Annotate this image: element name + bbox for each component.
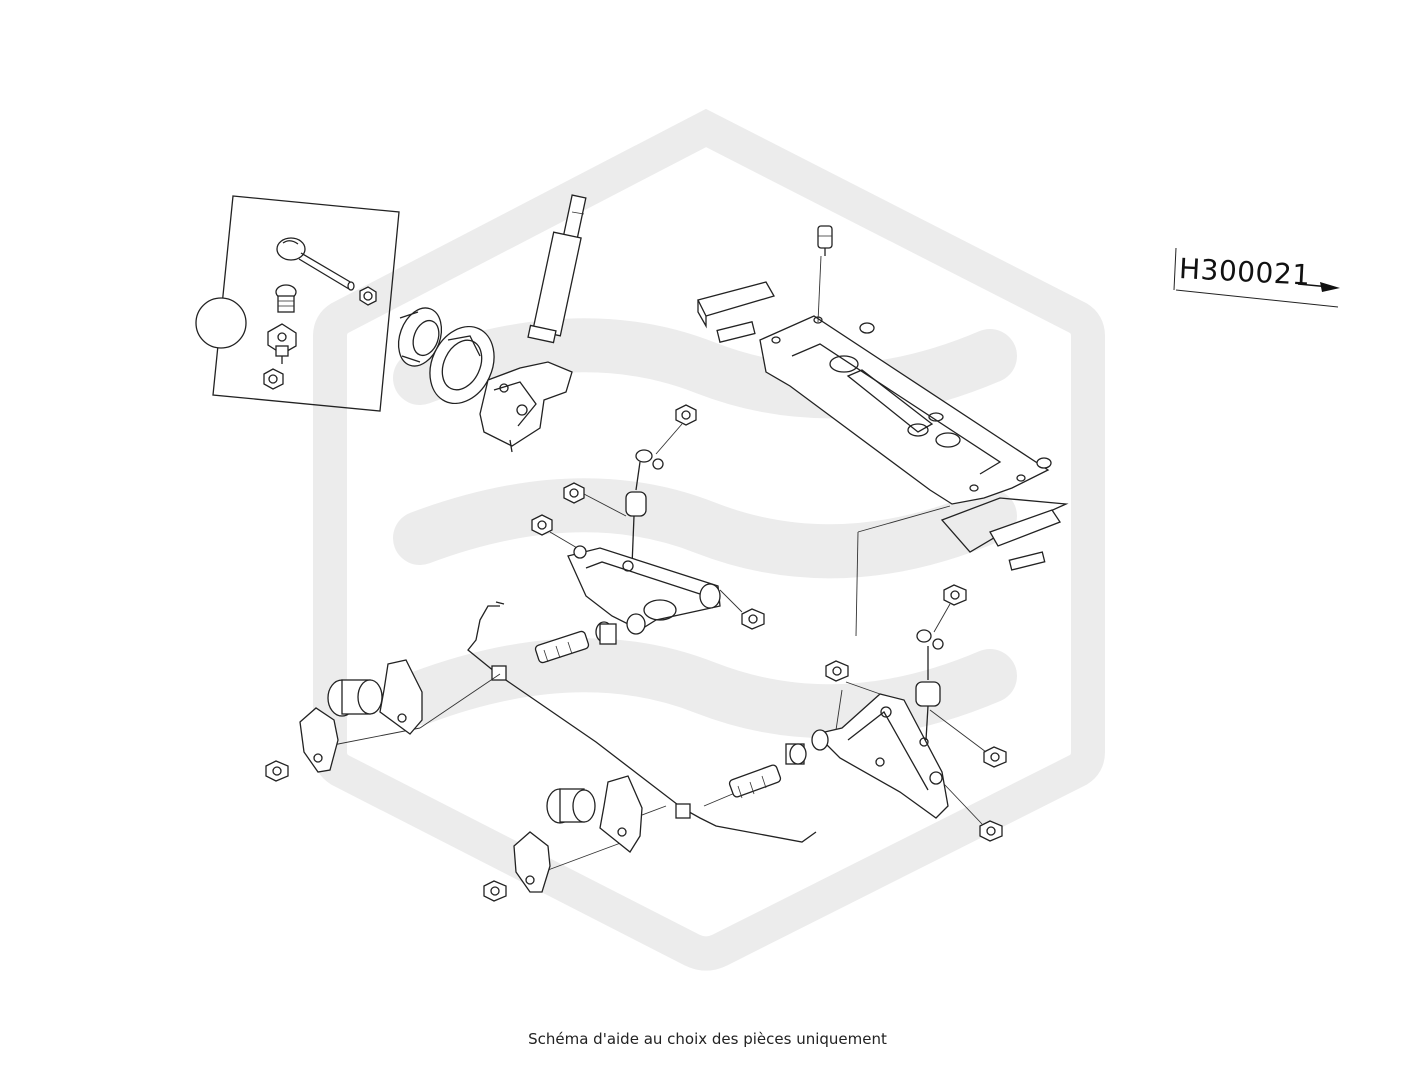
reference-code-label: H300021: [1178, 252, 1312, 292]
clip-bracket: [267, 323, 297, 364]
reference-arrow: [1173, 247, 1340, 308]
bar-clamp-left-lower: [299, 707, 339, 773]
crossmember: [759, 315, 1069, 553]
bar-bush-left: [327, 679, 383, 717]
diagram-caption: Schéma d'aide au choix des pièces unique…: [528, 1030, 887, 1048]
stabilizer-link-right: [825, 584, 1007, 842]
hardware-inset-box: [195, 195, 400, 412]
bar-clamp-right-lower: [513, 831, 551, 893]
callout-circle: [195, 297, 247, 349]
bar-bush-right: [546, 788, 596, 824]
crossmember-mount-left: [697, 281, 775, 343]
watermark-logo: [313, 108, 1105, 971]
crossmember-mount-right: [989, 509, 1061, 571]
pivot-bolt: [276, 237, 355, 291]
control-arm-right: [811, 505, 951, 819]
nut-small-1: [359, 286, 377, 306]
arm-bush-left: [534, 621, 617, 664]
bar-clamp-right-upper: [599, 775, 643, 853]
shock-absorber: [527, 194, 587, 344]
arm-bush-right: [785, 743, 807, 765]
wheel-hub: [397, 307, 443, 367]
nut-small-2: [263, 368, 284, 390]
bar-clamp-left-upper: [379, 659, 423, 735]
steering-knuckle: [479, 361, 573, 453]
pivot-stud-right: [728, 764, 782, 799]
brake-backplate: [429, 325, 495, 405]
pivot-stud-left: [534, 630, 590, 664]
stabilizer-link-left: [531, 404, 697, 567]
crossmember-bolt: [817, 225, 1052, 469]
nut-bar-right: [483, 880, 507, 902]
control-arm-left: [567, 545, 765, 635]
nut-bar-left: [265, 760, 289, 782]
short-bolt: [275, 284, 297, 313]
